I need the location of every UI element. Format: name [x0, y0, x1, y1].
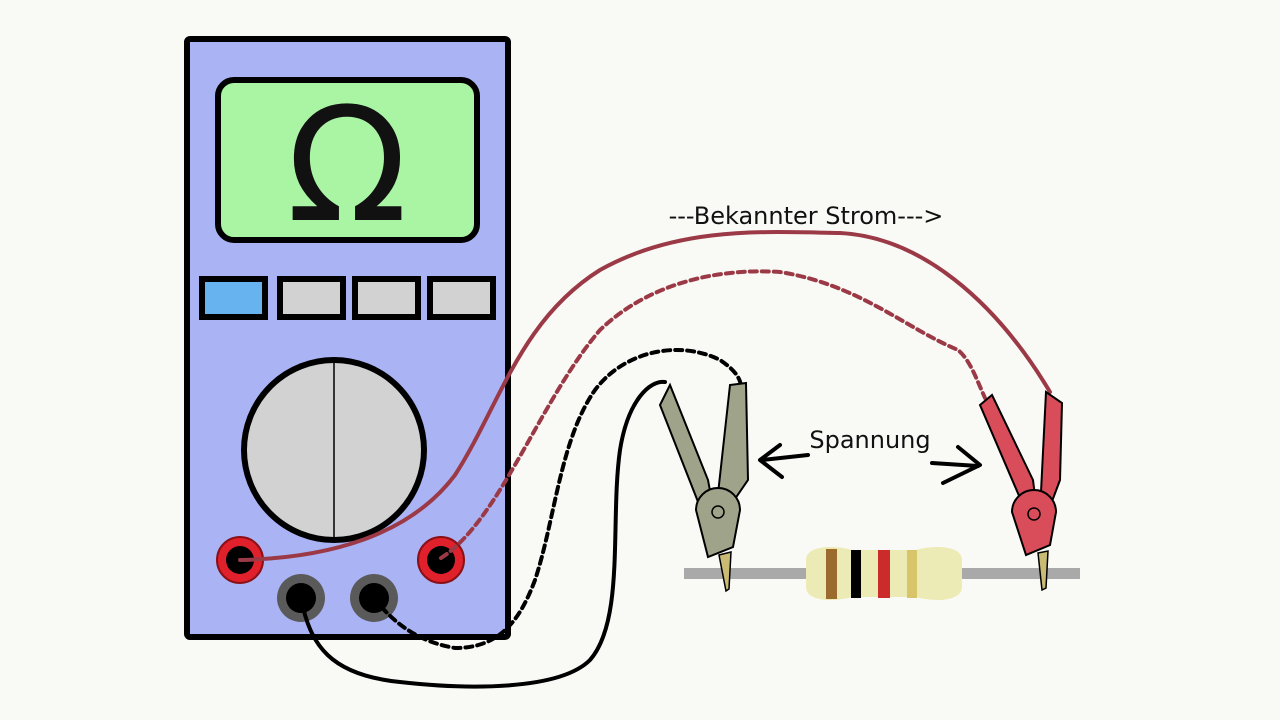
- ohm-symbol: Ω: [287, 74, 408, 258]
- resistor-band-3: [878, 550, 890, 598]
- red-lead-dashed: [439, 269, 987, 560]
- black-lead-dashed: [372, 348, 743, 650]
- resistor-band-1: [826, 549, 837, 599]
- black-lead-solid: [299, 379, 667, 689]
- red-clip[interactable]: [978, 390, 1064, 592]
- red-clip-base: [1010, 489, 1058, 557]
- test-leads: [238, 230, 1052, 689]
- mode-button-3[interactable]: [352, 276, 421, 320]
- red-lead-solid: [238, 230, 1052, 562]
- gray-clip-tip: [718, 551, 732, 593]
- resistor: [684, 547, 1080, 600]
- mode-button-active[interactable]: [199, 276, 268, 320]
- voltage-arrow-left: [758, 443, 810, 479]
- button-row: [199, 276, 496, 320]
- current-label: ---Bekannter Strom--->: [669, 202, 944, 230]
- display-screen: [215, 77, 480, 243]
- gray-clip-pivot: [711, 505, 725, 519]
- multimeter: Ω: [184, 36, 511, 640]
- red-clip-pivot: [1027, 507, 1041, 521]
- red-clip-tip: [1037, 550, 1049, 592]
- resistor-band-4: [907, 550, 917, 598]
- voltage-label: Spannung: [809, 426, 930, 454]
- gray-clip-base: [694, 487, 742, 559]
- resistor-band-2: [851, 550, 861, 598]
- mode-button-2[interactable]: [277, 276, 346, 320]
- rotary-dial[interactable]: [241, 357, 427, 543]
- mode-button-4[interactable]: [427, 276, 496, 320]
- gray-clip[interactable]: [658, 381, 750, 593]
- voltage-arrow-right: [930, 445, 982, 485]
